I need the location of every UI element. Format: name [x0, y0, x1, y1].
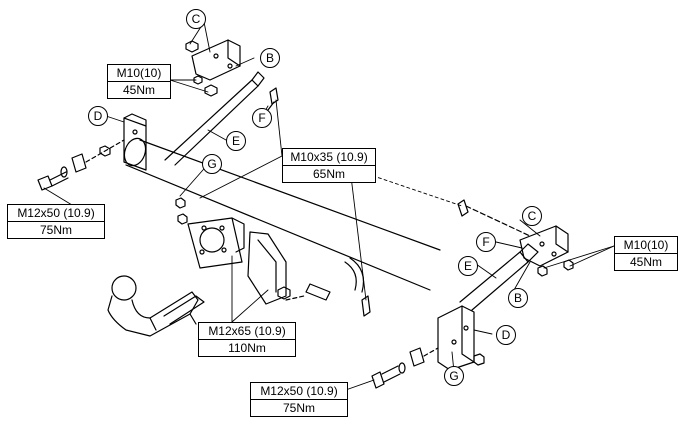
spec-size: M12x50 (10.9): [17, 206, 95, 220]
label-g-left: G: [202, 154, 222, 174]
spec-m12x50-bottom: M12x50 (10.9) 75Nm: [250, 382, 348, 417]
tow-ball: [107, 275, 205, 337]
spec-torque: 45Nm: [108, 81, 170, 98]
spec-torque: 65Nm: [283, 165, 375, 182]
spec-size: M10(10): [116, 66, 162, 80]
label-e-right: E: [458, 256, 478, 276]
spec-m12x65: M12x65 (10.9) 110Nm: [198, 322, 296, 357]
bolt-bottom: [371, 347, 439, 389]
end-plate-left: [123, 113, 147, 171]
label-c-top: C: [186, 9, 206, 29]
electrical-plate: [175, 197, 245, 269]
spec-m12x50-left: M12x50 (10.9) 75Nm: [7, 204, 105, 239]
side-arm-left: [164, 71, 265, 166]
bracket-left: [185, 39, 241, 97]
label-b-right: B: [508, 288, 528, 308]
label-g-right: G: [444, 366, 464, 386]
spec-torque: 45Nm: [615, 253, 677, 270]
bolt-left: [37, 139, 125, 191]
spec-size: M10(10): [623, 238, 669, 252]
leader-lines: [43, 21, 615, 393]
label-f-left: F: [252, 108, 272, 128]
spec-size: M10x35 (10.9): [290, 150, 368, 164]
spec-size: M12x65 (10.9): [208, 324, 286, 338]
label-f-right: F: [476, 232, 496, 252]
end-plate-right: [437, 305, 485, 371]
spec-torque: 75Nm: [8, 221, 104, 238]
spec-torque: 110Nm: [199, 339, 295, 356]
bolt-f-right: [457, 199, 531, 237]
spec-m10-left: M10(10) 45Nm: [107, 64, 171, 99]
cross-beam: [123, 137, 441, 293]
spec-m10-right: M10(10) 45Nm: [614, 236, 678, 271]
label-e-left: E: [226, 131, 246, 151]
spec-torque: 75Nm: [251, 399, 347, 416]
label-d-left: D: [88, 106, 108, 126]
spec-size: M12x50 (10.9): [260, 384, 338, 398]
label-b-top: B: [260, 48, 280, 68]
center-mount: [247, 231, 331, 305]
bracket-right: [519, 225, 574, 277]
label-d-right: D: [496, 325, 516, 345]
spec-m10x35: M10x35 (10.9) 65Nm: [282, 148, 376, 183]
label-c-right: C: [522, 206, 542, 226]
